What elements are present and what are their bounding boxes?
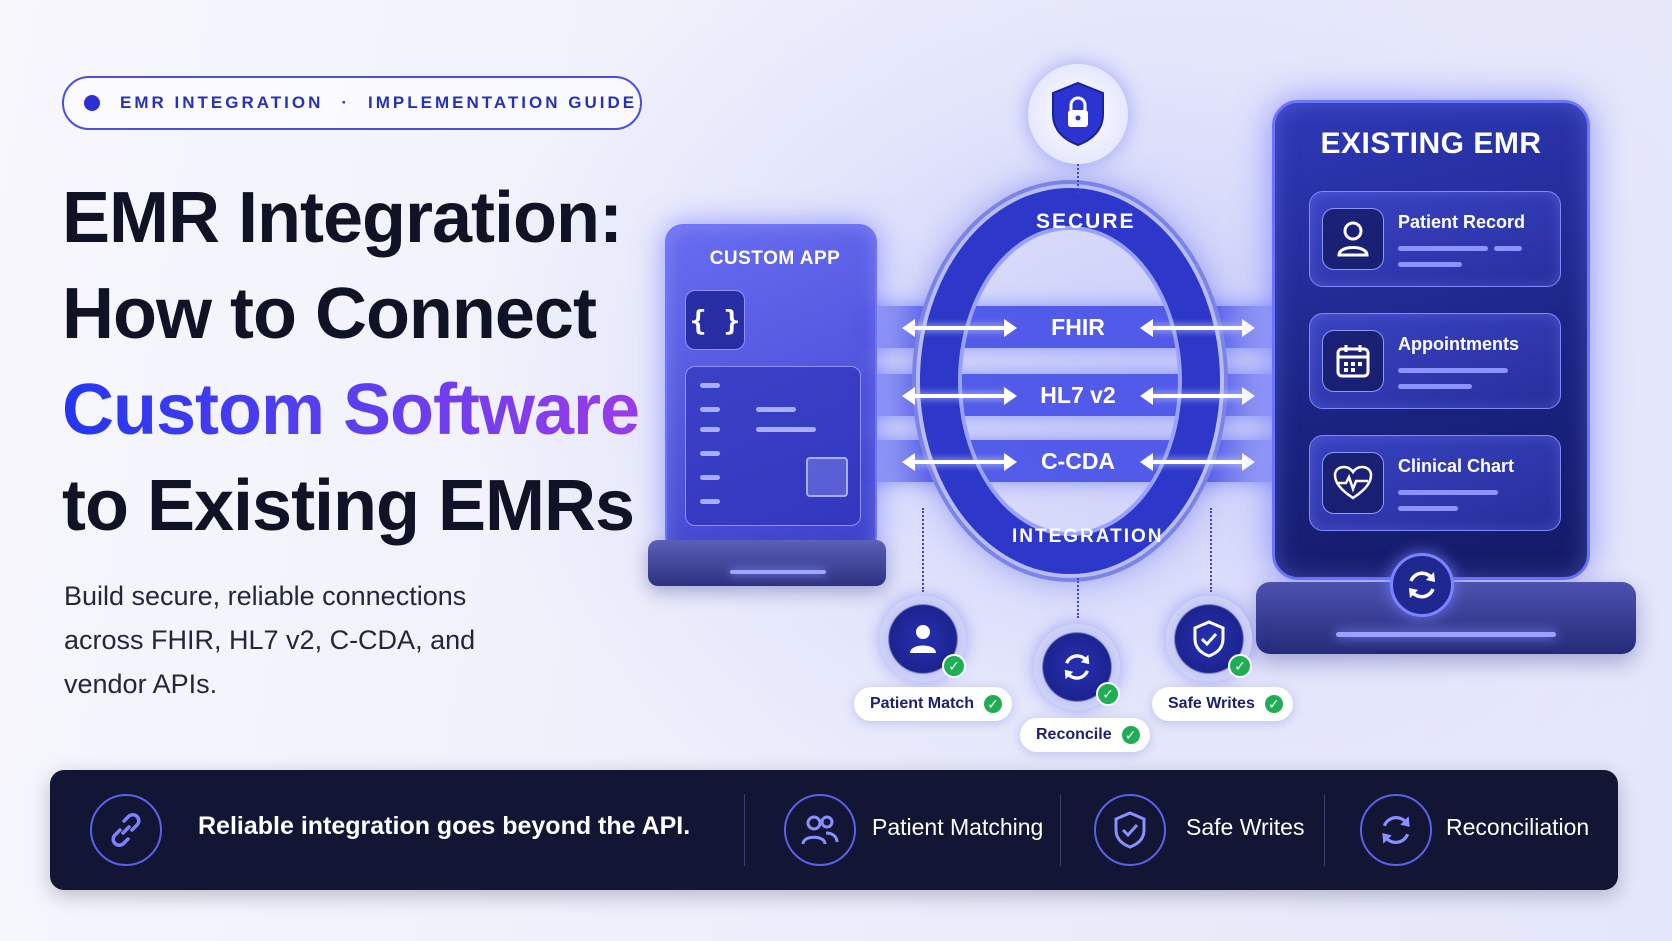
code-icon: { } [685,290,745,350]
emr-card-appointments: Appointments [1309,313,1561,409]
category-badge: EMR INTEGRATION · IMPLEMENTATION GUIDE [62,76,642,130]
tag-patient-match: Patient Match ✓ [854,687,1013,721]
emr-card-label: Clinical Chart [1398,456,1515,476]
protocol-ccda: C-CDA [1040,448,1116,474]
existing-emr-panel: EXISTING EMR Patient Record Appointments… [1272,100,1590,580]
bar-divider [1060,794,1061,866]
heart-pulse-icon [1322,452,1384,514]
tag-label: Patient Match [870,695,975,712]
custom-app-base [648,540,886,586]
emr-card-label: Appointments [1398,334,1519,354]
user-icon [910,625,936,653]
emr-card-label: Patient Record [1398,212,1526,232]
patient-match-node: ✓ [880,596,966,682]
arrow-ccda-left [902,453,1017,471]
shield-check-icon [1094,794,1166,866]
headline-line2: How to Connect [62,274,597,354]
arrow-hl7-right [1140,387,1255,405]
emr-card-clinical-chart: Clinical Chart [1309,435,1561,531]
arrow-ccda-right [1140,453,1255,471]
document-icon [685,366,861,526]
headline-line1: EMR Integration: [62,178,623,258]
protocol-fhir: FHIR [1051,314,1105,340]
users-icon [784,794,856,866]
headline-line4: to Existing EMRs [62,466,635,546]
check-icon: ✓ [942,654,966,678]
custom-app-label: CUSTOM APP [709,248,841,269]
reconcile-node: ✓ [1034,624,1120,710]
tag-label: Reconcile [1036,726,1112,743]
calendar-icon [1322,330,1384,392]
secure-integration-ring [920,188,1220,574]
subtitle: Build secure, reliable connections acros… [64,581,476,699]
ring-bottom-label: INTEGRATION [1012,526,1164,547]
bottom-bar-headline: Reliable integration goes beyond the API… [198,812,691,840]
check-icon: ✓ [1096,682,1120,706]
badge-separator: · [341,93,351,112]
badge-part2: IMPLEMENTATION GUIDE [368,93,638,112]
arrow-fhir-right [1140,319,1255,337]
user-icon [1322,208,1384,270]
bar-divider [1324,794,1325,866]
badge-part1: EMR INTEGRATION [120,93,324,112]
ring-top-label: SECURE [1036,210,1136,233]
custom-app-panel: CUSTOM APP { } [665,224,877,554]
safe-writes-node: ✓ [1166,596,1252,682]
check-icon: ✓ [1228,654,1252,678]
headline: EMR Integration: How to Connect Custom S… [62,170,682,554]
bottom-bar-item-patient-matching: Patient Matching [872,814,1044,840]
arrow-hl7-left [902,387,1017,405]
check-icon: ✓ [982,693,1005,715]
sync-icon [1064,654,1090,680]
lock-shield-node [1028,64,1128,164]
bottom-bar-item-reconciliation: Reconciliation [1446,814,1590,840]
emr-card-patient-record: Patient Record [1309,191,1561,287]
shield-check-icon [1193,620,1225,658]
arrow-fhir-left [902,319,1017,337]
tag-reconcile: Reconcile ✓ [1020,718,1150,752]
check-icon: ✓ [1262,693,1285,715]
tag-label: Safe Writes [1168,695,1255,712]
headline-line3: Custom Software [62,362,682,458]
shield-connector [1077,164,1079,194]
check-icon: ✓ [1119,724,1142,746]
bar-divider [744,794,745,866]
protocol-hl7: HL7 v2 [1040,382,1116,408]
badge-dot [84,95,100,111]
lock-shield-icon [1052,81,1104,147]
bottom-feature-bar: Reliable integration goes beyond the API… [50,770,1618,890]
existing-emr-title: EXISTING EMR [1320,127,1542,160]
link-icon [90,794,162,866]
tag-safe-writes: Safe Writes ✓ [1152,687,1293,721]
bottom-bar-item-safe-writes: Safe Writes [1186,814,1305,840]
sync-icon [1360,794,1432,866]
sync-icon [1390,553,1454,617]
